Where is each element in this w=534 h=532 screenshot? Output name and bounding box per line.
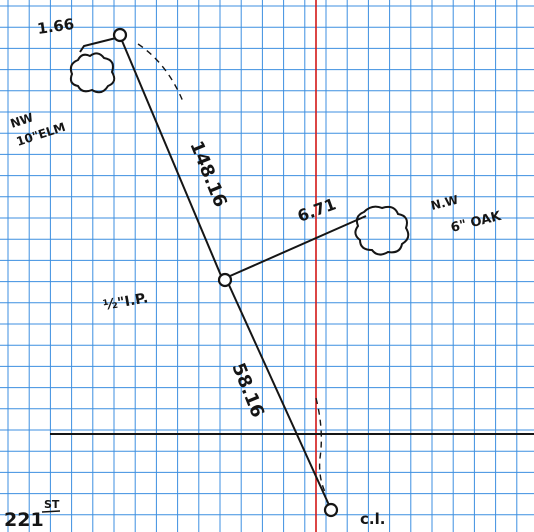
street-number-label: 221 <box>4 509 44 531</box>
corner-point-top <box>112 27 128 43</box>
control-point-label: c.l. <box>360 510 385 528</box>
oak-tree-icon <box>354 205 410 256</box>
dashed-arc-upper <box>137 43 185 105</box>
street-suffix-underline <box>41 510 61 513</box>
oak-description-line1: N.W <box>429 193 459 213</box>
control-point-marker <box>323 502 339 518</box>
iron-pipe-point <box>217 272 233 288</box>
elm-offset-line <box>79 37 117 53</box>
oak-offset-line <box>229 215 367 277</box>
traverse-line-upper <box>119 35 223 279</box>
elm-distance-label: 1.66 <box>36 15 75 38</box>
iron-pipe-label: ½"I.P. <box>102 290 149 314</box>
elm-tree-icon <box>69 52 116 94</box>
elm-description-line1: NW <box>9 110 35 131</box>
traverse-line-lower <box>228 284 330 506</box>
dashed-arc-lower <box>315 397 327 495</box>
street-suffix-label: ST <box>44 498 60 511</box>
